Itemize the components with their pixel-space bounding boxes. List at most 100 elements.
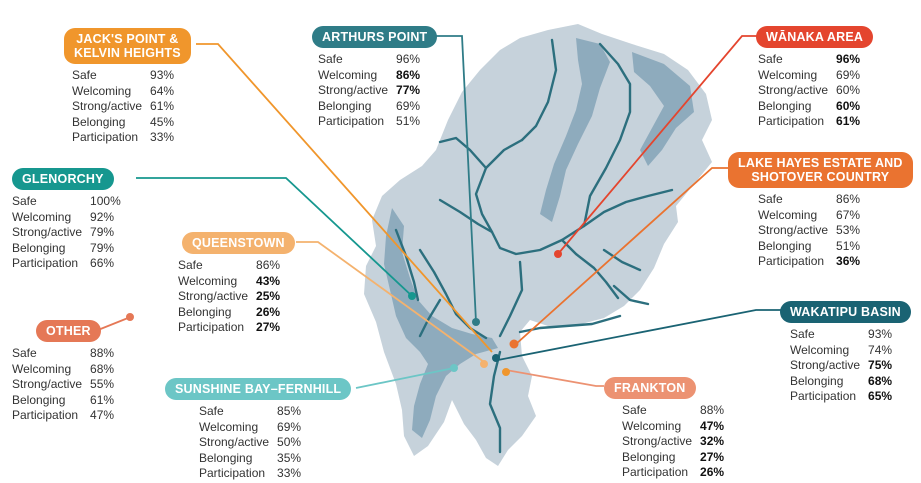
region-label: FRANKTON <box>604 377 696 399</box>
dot-lakehayes <box>509 339 519 349</box>
stat-label: Strong/active <box>199 435 270 449</box>
stat-label: Safe <box>758 52 783 66</box>
stat-value: 60% <box>836 83 861 97</box>
stat-value: 77% <box>396 83 421 97</box>
stat-value: 36% <box>836 254 861 268</box>
dot-glenorchy <box>408 292 416 300</box>
stat-value: 74% <box>868 342 893 357</box>
stat-label: Strong/active <box>12 377 83 391</box>
dot-wanaka <box>554 250 562 258</box>
stat-value: 43% <box>256 273 281 288</box>
lake-wanaka <box>540 38 610 222</box>
stat-value: 33% <box>150 130 175 144</box>
dot-other <box>126 313 134 321</box>
stat-row: Strong/active 60% <box>758 83 860 99</box>
connector-sunshine <box>355 367 455 389</box>
stat-value: 26% <box>256 304 281 319</box>
stat-label: Strong/active <box>12 225 83 239</box>
stat-label: Strong/active <box>72 99 143 113</box>
stat-label: Strong/active <box>758 83 829 97</box>
stat-value: 69% <box>396 98 421 113</box>
connector-queenstown <box>296 241 485 363</box>
stat-label: Safe <box>72 68 97 82</box>
stat-label: Belonging <box>790 373 844 388</box>
stat-label: Safe <box>790 327 815 341</box>
dot-wakatipu <box>492 354 500 362</box>
stat-value: 100% <box>90 194 121 208</box>
stat-label: Safe <box>622 403 647 417</box>
stat-label: Welcoming <box>758 67 818 82</box>
connector-lines <box>97 35 782 389</box>
stat-value: 61% <box>150 99 175 113</box>
connector-frankton <box>505 369 604 387</box>
stat-value: 67% <box>836 207 861 222</box>
stat-label: Participation <box>622 465 689 479</box>
region-label: QUEENSTOWN <box>182 232 295 254</box>
stat-label: Strong/active <box>758 223 829 237</box>
stat-label: Participation <box>72 130 139 144</box>
stat-row: Belonging 51% <box>758 239 860 255</box>
stat-label: Participation <box>12 408 79 422</box>
stat-row: Strong/active 61% <box>72 99 174 115</box>
region-label: GLENORCHY <box>12 168 114 190</box>
stat-label: Participation <box>178 320 245 334</box>
stat-label: Participation <box>318 114 385 128</box>
stat-value: 55% <box>90 377 115 391</box>
stat-value: 65% <box>868 389 893 403</box>
stat-value: 60% <box>836 98 861 113</box>
stat-value: 26% <box>700 465 725 479</box>
connector-jacks <box>196 43 493 353</box>
stat-value: 51% <box>836 238 861 253</box>
map-rivers <box>394 38 674 454</box>
stat-value: 33% <box>277 466 302 480</box>
stat-row: Participation 26% <box>622 465 724 481</box>
stat-value: 69% <box>277 419 302 434</box>
lake-wakatipu <box>384 208 498 438</box>
stat-label: Strong/active <box>178 289 249 303</box>
lake-hawea <box>632 52 694 166</box>
stat-value: 68% <box>90 361 115 376</box>
connector-wanaka <box>557 35 758 255</box>
stat-label: Belonging <box>758 238 812 253</box>
stat-value: 27% <box>700 449 725 464</box>
stat-value: 25% <box>256 289 281 303</box>
stat-label: Belonging <box>318 98 372 113</box>
stat-value: 27% <box>256 320 281 334</box>
stat-value: 35% <box>277 450 302 465</box>
stat-value: 79% <box>90 240 115 255</box>
stat-value: 45% <box>150 114 175 129</box>
stat-label: Safe <box>12 346 37 360</box>
stat-label: Safe <box>12 194 37 208</box>
stat-label: Belonging <box>12 392 66 407</box>
connector-other <box>97 317 129 331</box>
stat-label: Welcoming <box>622 418 682 433</box>
stat-label: Participation <box>790 389 857 403</box>
stat-value: 96% <box>396 52 421 66</box>
stat-label: Belonging <box>199 450 253 465</box>
